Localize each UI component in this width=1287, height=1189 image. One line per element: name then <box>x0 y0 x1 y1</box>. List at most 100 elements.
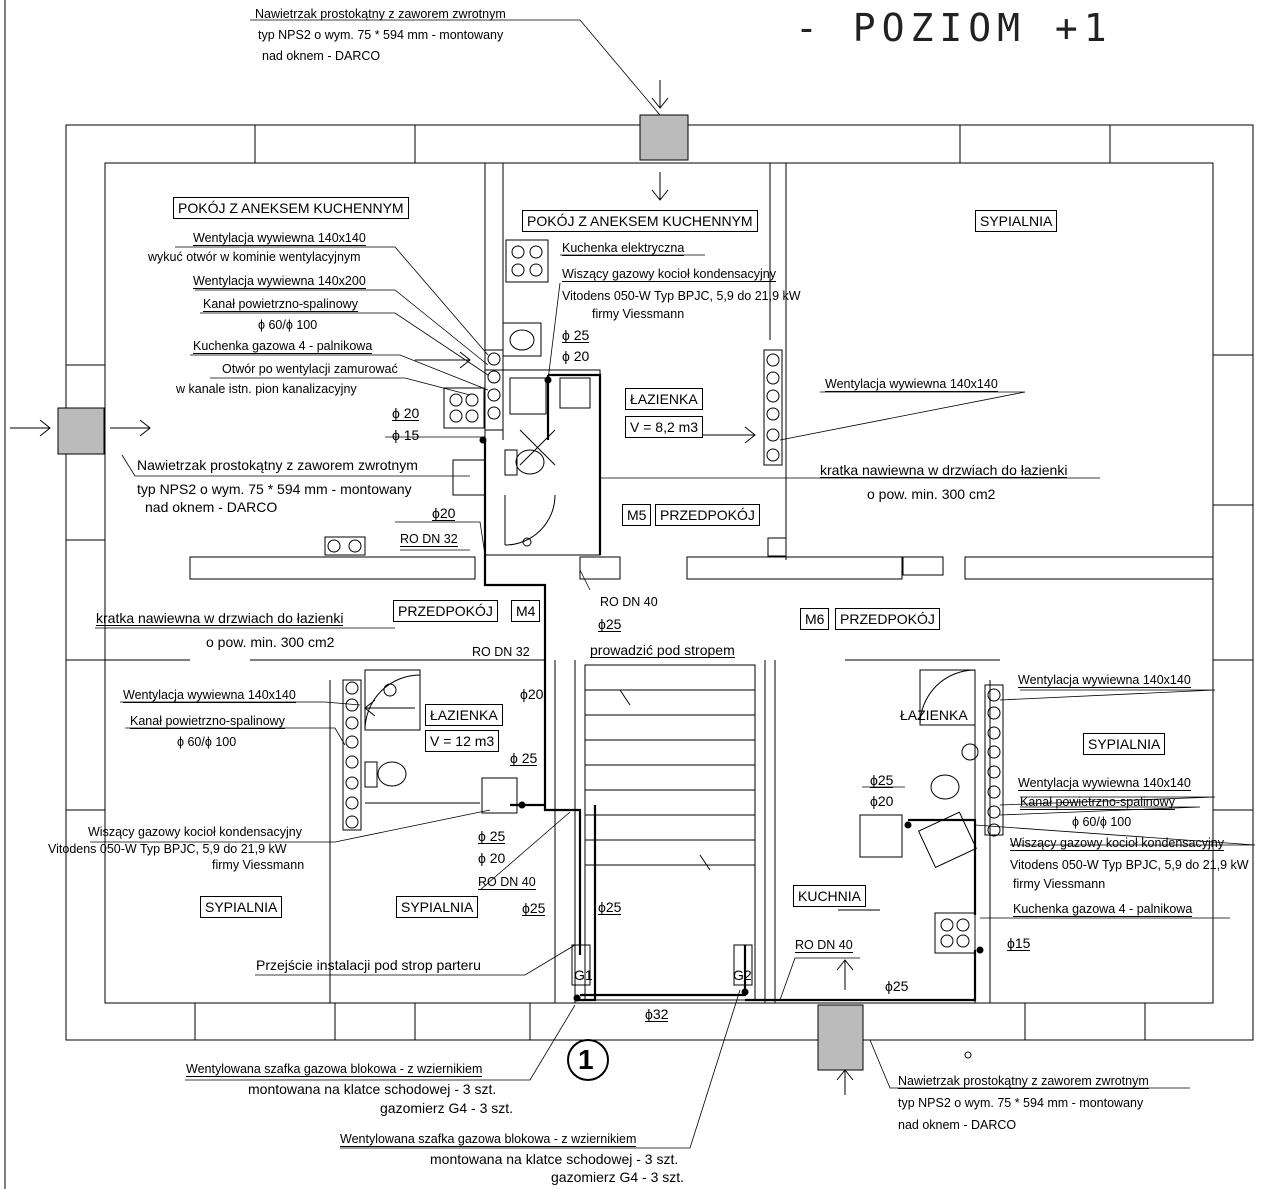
ro-dn32-b: RO DN 32 <box>472 645 530 659</box>
vent-seal-line2: w kanale istn. pion kanalizacyjny <box>176 382 357 396</box>
vent-140-r3-label: Wentylacja wywiewna 140x140 <box>1018 776 1191 791</box>
pipe-dim-phi25-a: ϕ 25 <box>562 327 590 343</box>
boiler-left-line3: firmy Viessmann <box>212 858 305 872</box>
gas-stove-label-right: Kuchenka gazowa 4 - palnikowa <box>1013 902 1193 917</box>
pipe-dim-phi20-e: ϕ 20 <box>478 850 506 866</box>
pipe-dim-phi20-d: ϕ20 <box>520 686 544 702</box>
ro-dn40-c: RO DN 40 <box>795 938 853 953</box>
pipe-passage-label: Przejście instalacji pod strop parteru <box>256 957 481 973</box>
boiler-left-line2: Vitodens 050-W Typ BPJC, 5,9 do 21,9 kW <box>48 842 287 856</box>
air-inlet-top-line1: Nawietrzak prostokątny z zaworem zwrotny… <box>255 7 506 21</box>
pipe-dim-phi25-c: ϕ 25 <box>510 750 538 766</box>
gas-cabinet-g2 <box>733 944 753 986</box>
air-inlet-top-line3: nad oknem - DARCO <box>262 49 381 63</box>
boiler-mid-line1: Wiszący gazowy kocioł kondensacyjny <box>562 267 776 282</box>
flue-channel-left-label: Kanał powietrzno-spalinowy <box>130 714 285 729</box>
air-inlet-left-line2: typ NPS2 o wym. 75 * 594 mm - montowany <box>137 481 412 497</box>
room-lazienka-left-volume: V = 12 m3 <box>425 730 500 752</box>
boiler-mid-line3: firmy Viessmann <box>592 307 685 321</box>
pipe-dim-phi20-a: ϕ 20 <box>392 405 420 421</box>
room-lazienka-right: ŁAZIENKA <box>900 707 968 723</box>
room-kuchnia: KUCHNIA <box>793 885 867 907</box>
room-lazienka-mid-volume: V = 8,2 m3 <box>625 416 704 438</box>
drawing-title: - POZIOM +1 <box>795 6 1113 50</box>
boiler-mid-line2: Vitodens 050-W Typ BPJC, 5,9 do 21,9 kW <box>562 289 801 303</box>
pipe-dim-phi15-b: ϕ15 <box>1007 935 1031 951</box>
gas-cabinet-1-line1: Wentylowana szafka gazowa blokowa - z wz… <box>186 1062 483 1077</box>
door-grille-left-line1: kratka nawiewna w drzwiach do łazienki <box>96 610 344 626</box>
pipe-dim-phi32: ϕ32 <box>645 1006 669 1022</box>
air-inlet-bottom <box>817 1004 864 1071</box>
room-lazienka-left: ŁAZIENKA <box>425 704 503 726</box>
gas-cabinet-g1-label: G1 <box>574 967 593 983</box>
gas-cabinet-g1 <box>571 944 591 986</box>
flue-channel-right-dim: ϕ 60/ϕ 100 <box>1072 815 1132 829</box>
door-grille-right-line1: kratka nawiewna w drzwiach do łazienki <box>820 462 1068 478</box>
pipe-dim-phi25-f: ϕ25 <box>598 899 622 915</box>
pipe-dim-phi25-e: ϕ25 <box>522 900 546 916</box>
door-grille-left-line2: o pow. min. 300 cm2 <box>206 634 335 650</box>
gas-cabinet-2-line1: Wentylowana szafka gazowa blokowa - z wz… <box>340 1132 637 1147</box>
room-pokoj-left: POKÓJ Z ANEKSEM KUCHENNYM <box>173 197 409 219</box>
room-przedpokoj-m4: PRZEDPOKÓJ <box>393 600 498 622</box>
room-sypialnia-right: SYPIALNIA <box>1083 733 1166 755</box>
boiler-left-line1: Wiszący gazowy kocioł kondensacyjny <box>88 825 302 839</box>
route-under-ceiling: prowadzić pod stropem <box>590 642 735 658</box>
room-przedpokoj-m6: PRZEDPOKÓJ <box>835 608 940 630</box>
vent-140-left-label: Wentylacja wywiewna 140x140 <box>123 688 296 703</box>
door-grille-right-line2: o pow. min. 300 cm2 <box>867 486 996 502</box>
flue-channel-left-dim: ϕ 60/ϕ 100 <box>177 735 237 749</box>
gas-stove-label-left: Kuchenka gazowa 4 - palnikowa <box>193 339 373 354</box>
room-przedpokoj-m5: PRZEDPOKÓJ <box>655 504 760 526</box>
gas-cabinet-2-line2: montowana na klatce schodowej - 3 szt. <box>430 1151 679 1167</box>
ro-dn40-a: RO DN 40 <box>600 595 658 609</box>
gas-cabinet-2-line3: gazomierz G4 - 3 szt. <box>551 1169 685 1185</box>
ro-dn32-a: RO DN 32 <box>400 532 458 547</box>
room-m5-tag: M5 <box>622 504 652 526</box>
flue-channel-dim: ϕ 60/ϕ 100 <box>258 318 318 332</box>
pipe-dim-phi20-b: ϕ 20 <box>562 348 590 364</box>
boiler-right-line2: Vitodens 050-W Typ BPJC, 5,9 do 21,9 kW <box>1010 858 1249 872</box>
vent-seal-line1: Otwór po wentylacji zamurować <box>222 362 398 376</box>
air-inlet-left-line1: Nawietrzak prostokątny z zaworem zwrotny… <box>137 457 418 473</box>
room-sypialnia-top: SYPIALNIA <box>975 210 1058 232</box>
boiler-mid <box>509 377 547 415</box>
air-inlet-bottom-line2: typ NPS2 o wym. 75 * 594 mm - montowany <box>898 1096 1144 1110</box>
air-inlet-left-line3: nad oknem - DARCO <box>145 499 278 515</box>
vent-140-note: wykuć otwór w kominie wentylacyjnym <box>148 250 361 264</box>
room-pokoj-mid: POKÓJ Z ANEKSEM KUCHENNYM <box>522 210 758 232</box>
vent-140-r2-label: Wentylacja wywiewna 140x140 <box>1018 673 1191 688</box>
boiler-right-line1: Wiszący gazowy kocioł kondensacyjny <box>1010 836 1224 851</box>
vent-140-right-label: Wentylacja wywiewna 140x140 <box>825 377 998 392</box>
pipe-dim-phi25-h: ϕ25 <box>870 772 894 788</box>
pipe-dim-phi15-a: ϕ 15 <box>392 427 420 443</box>
flue-channel-label: Kanał powietrzno-spalinowy <box>203 297 358 312</box>
air-inlet-top <box>639 114 689 161</box>
gas-cabinet-1-line2: montowana na klatce schodowej - 3 szt. <box>248 1081 497 1097</box>
pipe-dim-phi20-f: ϕ20 <box>870 793 894 809</box>
air-inlet-left <box>57 407 105 455</box>
room-sypialnia-bl2: SYPIALNIA <box>396 896 479 918</box>
room-sypialnia-bl1: SYPIALNIA <box>200 896 283 918</box>
pipe-dim-phi25-b: ϕ25 <box>598 616 622 632</box>
gas-cabinet-1-line3: gazomierz G4 - 3 szt. <box>380 1100 514 1116</box>
inner-wall-outline <box>104 162 1214 1004</box>
gas-stove-right <box>934 912 976 954</box>
section-marker <box>567 1039 609 1081</box>
room-lazienka-mid: ŁAZIENKA <box>625 388 703 410</box>
pipe-dim-phi20-c: ϕ20 <box>432 505 456 521</box>
pipe-dim-phi25-d: ϕ 25 <box>478 828 506 844</box>
flue-channel-right-label: Kanał powietrzno-spalinowy <box>1020 795 1175 810</box>
gas-stove-left <box>443 387 485 429</box>
boiler-left <box>481 777 518 814</box>
boiler-right-line3: firmy Viessmann <box>1013 877 1106 891</box>
vent-140-label: Wentylacja wywiewna 140x140 <box>193 231 366 246</box>
air-inlet-top-line2: typ NPS2 o wym. 75 * 594 mm - montowany <box>258 28 504 42</box>
air-inlet-bottom-line3: nad oknem - DARCO <box>898 1118 1017 1132</box>
section-number: 1 <box>578 1044 594 1075</box>
boiler-right <box>859 814 903 858</box>
gas-cabinet-g2-label: G2 <box>733 967 752 983</box>
electric-stove <box>505 239 549 283</box>
room-m4-tag: M4 <box>511 600 541 622</box>
